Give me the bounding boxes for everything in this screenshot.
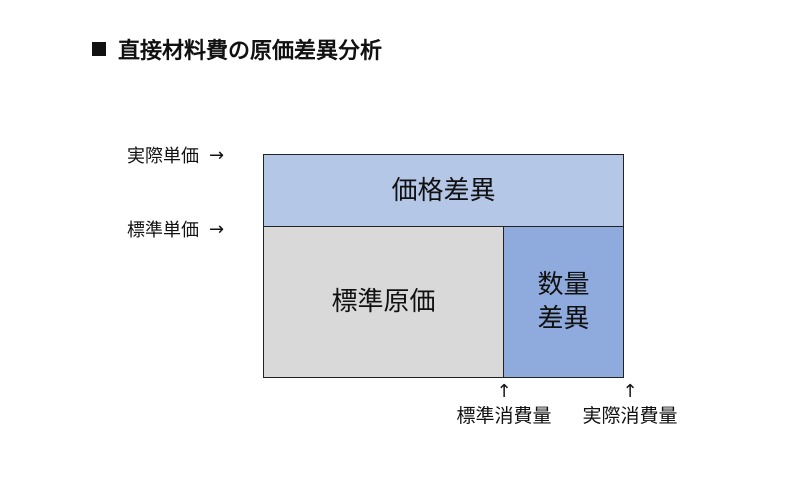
quantity-variance-label-line2: 差異 (537, 304, 590, 334)
page-title-text: 直接材料費の原価差異分析 (118, 39, 383, 64)
standard-quantity-label: ↑ 標準消費量 (434, 382, 574, 430)
right-arrow-icon: → (209, 218, 225, 240)
price-variance-box: 価格差異 (264, 155, 623, 227)
standard-unit-price-text: 標準単価 (127, 220, 199, 241)
square-bullet-icon (92, 42, 106, 56)
actual-quantity-text: 実際消費量 (582, 405, 678, 427)
quantity-variance-label-line1: 数量 (537, 270, 590, 300)
standard-unit-price-label: 標準単価 → (127, 217, 225, 242)
variance-diagram: 価格差異 標準原価 数量 差異 (263, 154, 624, 378)
standard-cost-box: 標準原価 (264, 227, 504, 377)
up-arrow-icon: ↑ (496, 381, 512, 402)
right-arrow-icon: → (209, 144, 225, 166)
page-title: 直接材料費の原価差異分析 (92, 34, 382, 64)
quantity-variance-box: 数量 差異 (504, 227, 623, 377)
up-arrow-icon: ↑ (622, 381, 638, 402)
actual-unit-price-label: 実際単価 → (127, 143, 225, 168)
standard-cost-label: 標準原価 (331, 287, 436, 317)
actual-quantity-label: ↑ 実際消費量 (560, 382, 700, 430)
standard-quantity-text: 標準消費量 (456, 405, 552, 427)
actual-unit-price-text: 実際単価 (127, 146, 199, 167)
price-variance-label: 価格差異 (391, 175, 496, 206)
